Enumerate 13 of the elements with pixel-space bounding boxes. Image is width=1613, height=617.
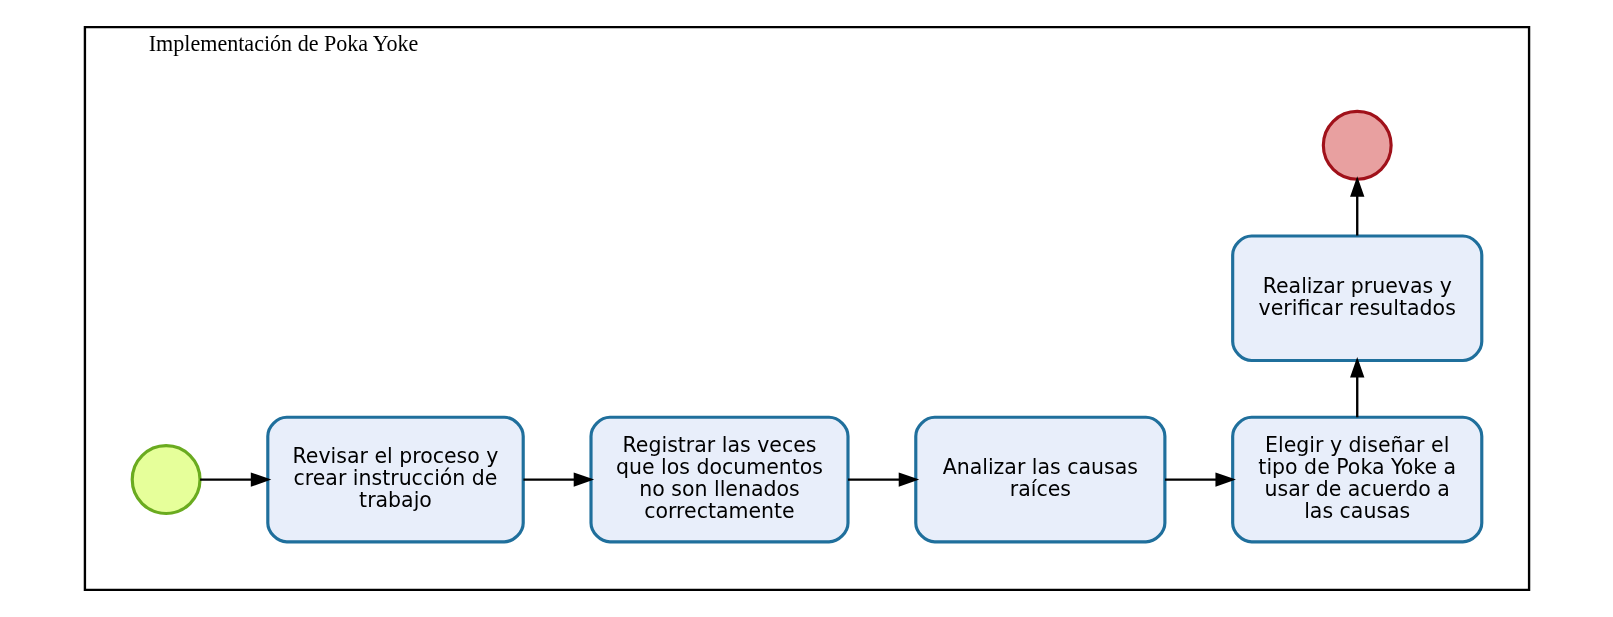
arrow <box>1349 356 1364 418</box>
node-circle <box>1321 109 1393 181</box>
node-box: Revisar el proceso y crear instrucción de trabajo <box>265 415 525 544</box>
node-box: Realizar pruevas y verificar resultados <box>1230 234 1483 363</box>
node-circle <box>130 444 202 516</box>
node-box: Registrar las veces que los documentos no son llenados correctamente <box>588 415 850 544</box>
arrow <box>847 472 919 487</box>
arrow <box>1349 176 1364 236</box>
node-box: Analizar las causas raíces <box>913 415 1166 544</box>
node-box: Elegir y diseñar el tipo de Poka Yoke a usar de acuerdo a las causas <box>1230 415 1483 544</box>
arrow <box>1164 472 1236 487</box>
arrow <box>199 472 271 487</box>
arrow <box>522 472 594 487</box>
